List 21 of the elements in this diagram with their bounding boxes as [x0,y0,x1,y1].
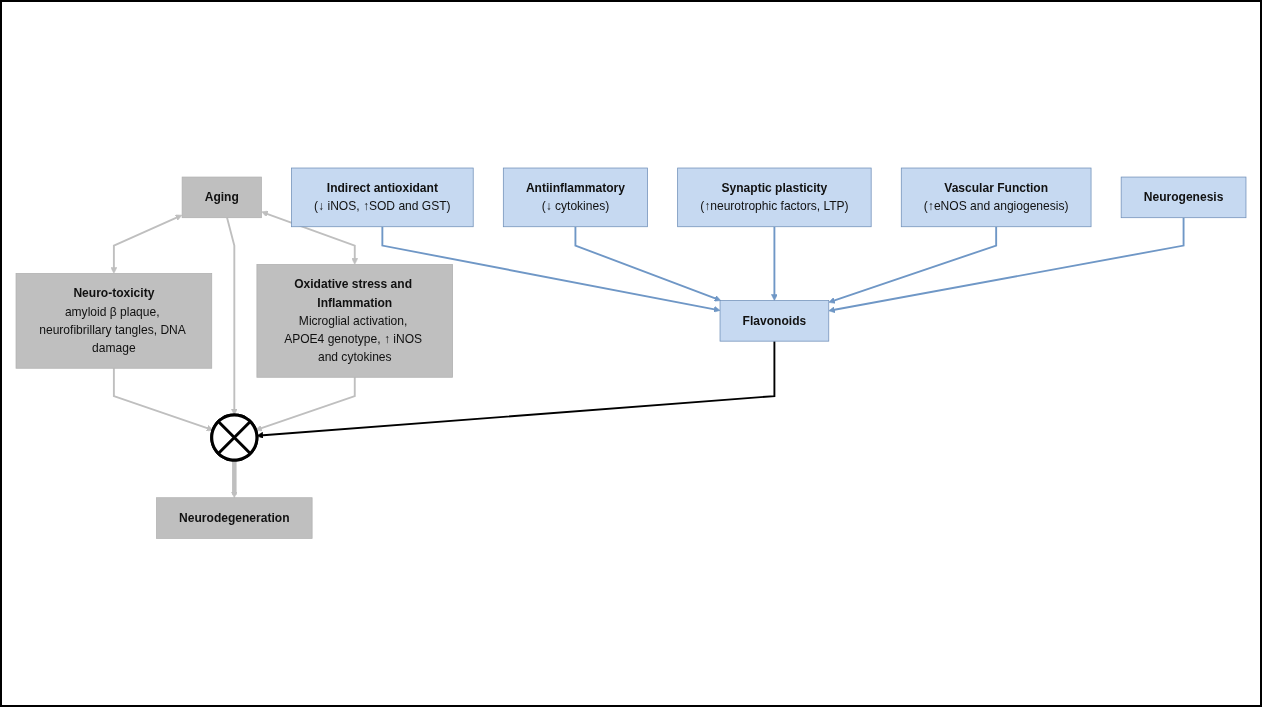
arrow [255,376,356,432]
arrow [574,226,721,302]
node-box: Indirect antioxidant (↓ iNOS, ↑SOD and GST) [291,167,474,228]
node-box: Neurodegeneration [156,497,313,540]
node-box: Antiinflammatory (↓ cytokines) [502,167,648,228]
arrow [256,340,776,439]
arrow [261,211,359,265]
node-box: Flavonoids [719,300,830,342]
node-box: Aging [181,176,262,219]
arrow [771,226,778,302]
arrow [828,226,998,304]
node-box: Vascular Function (↑eNOS and angiogenesis) [900,167,1092,228]
arrow [110,214,183,274]
node-box: Neuro-toxicity amyloid β plaque, neurofibrillary tangles, DNA damage [15,273,213,369]
arrow [828,217,1185,314]
node-box: Synaptic plasticity (↑neurotrophic factors, LTP) [677,167,872,228]
node-box: Neurogenesis [1120,176,1247,219]
arrow [226,217,238,416]
node-box: Oxidative stress and Inflammation Microglial activation, APOE4 genotype, ↑ iNOS and cytokines [256,264,453,378]
arrow [381,226,721,313]
arrow [231,460,238,499]
